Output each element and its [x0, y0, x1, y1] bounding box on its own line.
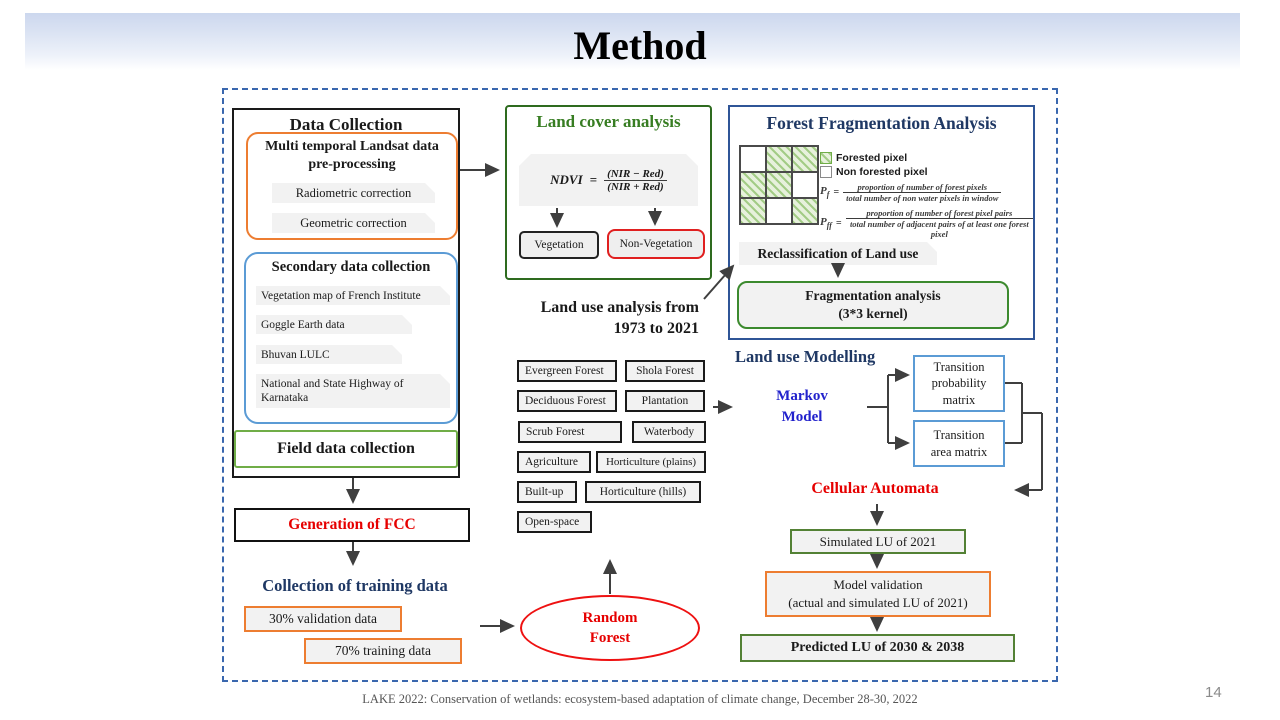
- legend-non-forested: Non forested pixel: [820, 166, 1033, 178]
- ndvi-numerator: (NIR − Red): [604, 168, 667, 181]
- markov-line2: Model: [781, 409, 823, 425]
- ndvi-label: NDVI: [550, 172, 583, 187]
- fragmentation-analysis-line1: Fragmentation analysis: [805, 287, 941, 303]
- landuse-category-box: Deciduous Forest: [517, 390, 617, 412]
- markov-line1: Markov: [776, 388, 828, 404]
- validation-data-box: 30% validation data: [244, 606, 402, 632]
- cellular-automata-label: Cellular Automata: [742, 476, 1008, 502]
- cellular-automata-box: Cellular Automata: [740, 474, 1010, 504]
- predicted-lu-box: Predicted LU of 2030 & 2038: [740, 634, 1015, 662]
- fragmentation-analysis-line2: (3*3 kernel): [838, 306, 908, 321]
- forested-cell: [766, 172, 792, 198]
- fragmentation-analysis-box: Fragmentation analysis (3*3 kernel): [737, 281, 1009, 329]
- non-forested-cell: [792, 172, 818, 198]
- land-use-title-line1: Land use analysis from: [540, 299, 699, 316]
- secondary-item-box: Bhuvan LULC: [254, 343, 404, 366]
- secondary-data-title: Secondary data collection: [271, 259, 431, 275]
- random-forest-ellipse: Random Forest: [520, 595, 700, 661]
- secondary-item-label: Bhuvan LULC: [256, 345, 402, 364]
- random-forest-line1: Random: [582, 609, 638, 626]
- legend-forested-label: Forested pixel: [836, 152, 908, 164]
- ndvi-denominator: (NIR + Red): [607, 180, 664, 193]
- legend-non-forested-label: Non forested pixel: [836, 166, 928, 178]
- forest-fragmentation-title: Forest Fragmentation Analysis: [766, 113, 997, 133]
- secondary-item-box: Goggle Earth data: [254, 313, 414, 336]
- landuse-category-box: Built-up: [517, 481, 577, 503]
- page-title: Method: [573, 23, 707, 68]
- radiometric-correction-label: Radiometric correction: [272, 183, 435, 203]
- legend-forested: Forested pixel: [820, 152, 1033, 164]
- forested-swatch-icon: [820, 152, 832, 164]
- ndvi-formula-box: NDVI = (NIR − Red) (NIR + Red): [517, 152, 700, 208]
- secondary-item-label: National and State Highway of Karnataka: [256, 374, 450, 408]
- landuse-category-box: Scrub Forest: [518, 421, 622, 443]
- non-forested-cell: [766, 198, 792, 224]
- transition-probability-box: Transition probability matrix: [913, 355, 1005, 412]
- training-data-title: Collection of training data: [262, 576, 448, 595]
- footer-text: LAKE 2022: Conservation of wetlands: eco…: [362, 692, 918, 706]
- geometric-correction-box: Geometric correction: [270, 211, 437, 235]
- radiometric-correction-box: Radiometric correction: [270, 181, 437, 205]
- forested-cell: [766, 146, 792, 172]
- generation-of-fcc-box: Generation of FCC: [234, 508, 470, 542]
- land-cover-analysis-title: Land cover analysis: [536, 112, 681, 131]
- land-use-modelling-title: Land use Modelling: [735, 347, 876, 366]
- model-validation-line1: Model validation: [833, 576, 923, 592]
- transition-area-box: Transition area matrix: [913, 420, 1005, 467]
- landuse-category-box: Plantation: [625, 390, 705, 412]
- markov-model-box: Markov Model: [737, 377, 867, 437]
- landuse-category-box: Shola Forest: [625, 360, 705, 382]
- forested-cell: [740, 172, 766, 198]
- forested-cell: [740, 198, 766, 224]
- geometric-correction-label: Geometric correction: [272, 213, 435, 233]
- landuse-category-box: Agriculture: [517, 451, 591, 473]
- title-band: [25, 13, 1240, 70]
- field-data-collection-box: Field data collection: [234, 430, 458, 468]
- forested-cell: [792, 198, 818, 224]
- reclassification-box: Reclassification of Land use: [737, 240, 939, 267]
- pff-formula: Pff = proportion of number of forest pix…: [820, 208, 1033, 239]
- vegetation-box: Vegetation: [519, 231, 599, 259]
- landuse-category-box: Horticulture (hills): [585, 481, 701, 503]
- landuse-category-box: Horticulture (plains): [596, 451, 706, 473]
- secondary-item-box: Vegetation map of French Institute: [254, 284, 452, 307]
- training-split-box: 70% training data: [304, 638, 462, 664]
- secondary-item-label: Goggle Earth data: [256, 315, 412, 334]
- diagram-frame: [222, 88, 1058, 682]
- model-validation-box: Model validation (actual and simulated L…: [765, 571, 991, 617]
- data-collection-title: Data Collection: [289, 115, 403, 134]
- pf-formula: Pf = proportion of number of forest pixe…: [820, 182, 1033, 203]
- page-number: 14: [1205, 684, 1222, 701]
- random-forest-line2: Forest: [589, 630, 631, 646]
- landsat-preprocessing-title: Multi temporal Landsat data pre-processi…: [265, 139, 439, 173]
- land-use-title-line2: 1973 to 2021: [613, 319, 699, 337]
- secondary-item-label: Vegetation map of French Institute: [256, 286, 450, 305]
- secondary-item-box: National and State Highway of Karnataka: [254, 372, 452, 410]
- simulated-lu-box: Simulated LU of 2021: [790, 529, 966, 554]
- model-validation-line2: (actual and simulated LU of 2021): [788, 595, 968, 610]
- landuse-category-box: Waterbody: [632, 421, 706, 443]
- equals-sign: =: [589, 172, 598, 187]
- non-vegetation-box: Non-Vegetation: [607, 229, 705, 259]
- fragmentation-grid: [739, 145, 819, 225]
- forested-cell: [792, 146, 818, 172]
- non-forested-cell: [740, 146, 766, 172]
- landuse-category-box: Open-space: [517, 511, 592, 533]
- reclassification-label: Reclassification of Land use: [739, 242, 937, 265]
- landuse-category-box: Evergreen Forest: [517, 360, 617, 382]
- non-forested-swatch-icon: [820, 166, 832, 178]
